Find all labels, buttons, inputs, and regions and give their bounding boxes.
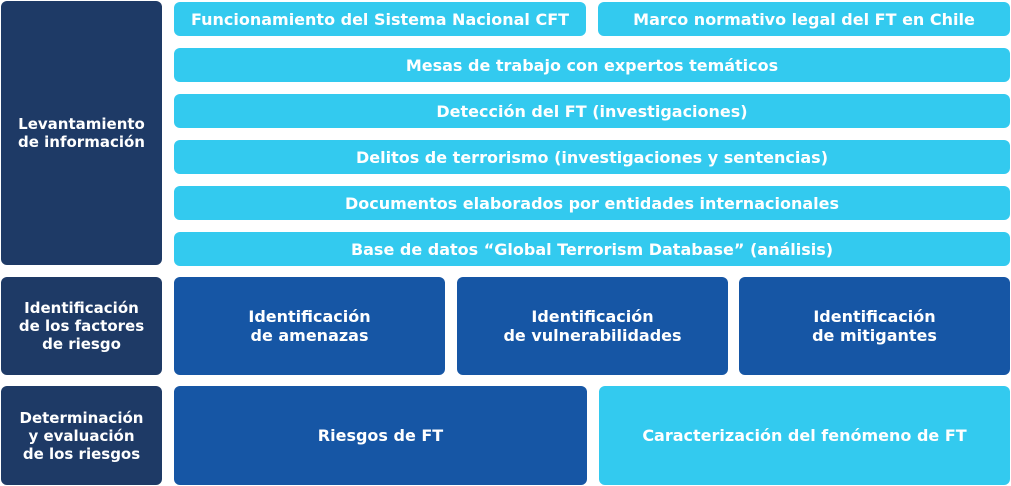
risk-factor-vulnerabilities: Identificación de vulnerabilidades	[457, 277, 728, 375]
source-box: Funcionamiento del Sistema Nacional CFT	[174, 2, 586, 36]
source-box: Detección del FT (investigaciones)	[174, 94, 1010, 128]
stage-information-gathering: Levantamiento de información	[1, 1, 162, 265]
source-box: Mesas de trabajo con expertos temáticos	[174, 48, 1010, 82]
risk-factor-threats: Identificación de amenazas	[174, 277, 445, 375]
source-box: Delitos de terrorismo (investigaciones y…	[174, 140, 1010, 174]
stage-risk-evaluation: Determinación y evaluación de los riesgo…	[1, 386, 162, 485]
source-box: Base de datos “Global Terrorism Database…	[174, 232, 1010, 266]
stage-label: Determinación y evaluación de los riesgo…	[19, 408, 144, 463]
evaluation-risks: Riesgos de FT	[174, 386, 587, 485]
evaluation-characterization: Caracterización del fenómeno de FT	[599, 386, 1010, 485]
risk-factor-mitigants: Identificación de mitigantes	[739, 277, 1010, 375]
source-box: Documentos elaborados por entidades inte…	[174, 186, 1010, 220]
source-box: Marco normativo legal del FT en Chile	[598, 2, 1010, 36]
stage-risk-factor-identification: Identificación de los factores de riesgo	[1, 277, 162, 375]
stage-label: Levantamiento de información	[18, 115, 145, 151]
stage-label: Identificación de los factores de riesgo	[18, 299, 145, 353]
